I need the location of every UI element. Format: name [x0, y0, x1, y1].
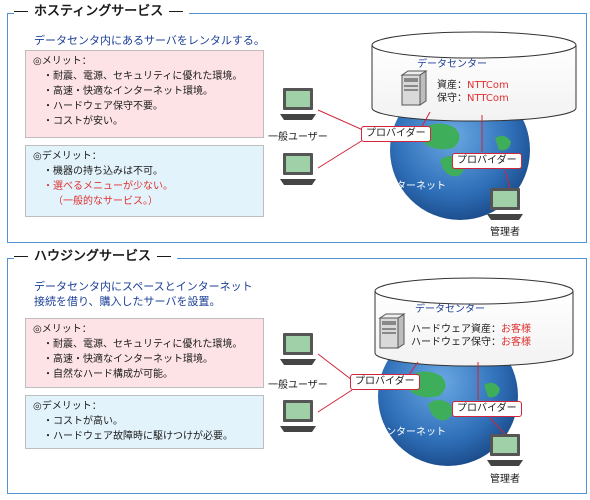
- internet-label: インターネット: [376, 427, 446, 438]
- server-icon: [378, 313, 406, 349]
- hosting-title: ホスティングサービス: [14, 2, 190, 22]
- computer-icon: [280, 400, 316, 432]
- merit-item: 耐震、電源、セキュリティに優れた環境。: [43, 337, 263, 352]
- housing-demerit-box: ◎デメリット： コストが高い。 ハードウェア故障時に駆けつけが必要。: [25, 395, 264, 449]
- provider-badge: プロバイダー: [452, 401, 522, 417]
- provider-badge: プロバイダー: [452, 153, 522, 169]
- merit-heading: ◎メリット：: [33, 324, 92, 335]
- computer-icon: [487, 434, 523, 466]
- merit-item: コストが安い。: [43, 114, 263, 129]
- internet-label: インターネット: [376, 181, 446, 192]
- demerit-item: 機器の持ち込みは不可。: [43, 164, 263, 179]
- housing-title: ハウジングサービス: [14, 247, 178, 267]
- datacenter-asset: 資産：NTTCom: [437, 80, 509, 91]
- computer-icon: [280, 153, 316, 185]
- admin-label: 管理者: [490, 474, 520, 485]
- merit-heading: ◎メリット：: [33, 56, 92, 67]
- datacenter-asset: ハードウェア資産：お客様: [411, 324, 531, 335]
- demerit-item: （一般的なサービス。）: [53, 196, 158, 207]
- demerit-heading: ◎デメリット：: [33, 151, 102, 162]
- housing-panel: ハウジングサービス: [7, 247, 587, 494]
- general-user-label: 一般ユーザー: [268, 132, 328, 143]
- datacenter-maintenance: ハードウェア保守：お客様: [411, 337, 531, 348]
- demerit-heading: ◎デメリット：: [33, 401, 102, 412]
- hosting-intro: データセンタ内にあるサーバをレンタルする。: [34, 34, 265, 47]
- server-icon: [400, 70, 428, 106]
- provider-badge: プロバイダー: [361, 126, 431, 142]
- computer-icon: [487, 188, 523, 220]
- computer-icon: [280, 333, 316, 365]
- computer-icon: [280, 88, 316, 120]
- hosting-merit-box: ◎メリット： 耐震、電源、セキュリティに優れた環境。 高速・快適なインターネット…: [25, 50, 264, 138]
- housing-merit-box: ◎メリット： 耐震、電源、セキュリティに優れた環境。 高速・快適なインターネット…: [25, 318, 264, 388]
- merit-item: 高速・快適なインターネット環境。: [43, 352, 263, 367]
- hosting-panel: ホスティングサービス: [7, 2, 587, 243]
- datacenter-maintenance: 保守：NTTCom: [437, 93, 509, 104]
- datacenter-cylinder: [374, 277, 574, 367]
- demerit-item: ハードウェア故障時に駆けつけが必要。: [43, 429, 263, 444]
- housing-intro-line2: 接続を借り、購入したサーバを設置。: [34, 295, 221, 308]
- general-user-label: 一般ユーザー: [268, 380, 328, 391]
- datacenter-label: データセンター: [417, 59, 487, 70]
- admin-label: 管理者: [490, 227, 520, 238]
- housing-intro-line1: データセンタ内にスペースとインターネット: [34, 280, 253, 293]
- connection-lines: [317, 353, 506, 435]
- merit-item: 高速・快適なインターネット環境。: [43, 84, 263, 99]
- datacenter-label: データセンター: [415, 304, 485, 315]
- merit-item: 耐震、電源、セキュリティに優れた環境。: [43, 69, 263, 84]
- merit-item: ハードウェア保守不要。: [43, 99, 263, 114]
- demerit-item: コストが高い。: [43, 414, 263, 429]
- demerit-item: 選べるメニューが少ない。: [43, 179, 263, 194]
- merit-item: 自然なハード構成が可能。: [43, 367, 263, 382]
- provider-badge: プロバイダー: [350, 374, 420, 390]
- hosting-demerit-box: ◎デメリット： 機器の持ち込みは不可。 選べるメニューが少ない。 （一般的なサー…: [25, 145, 264, 217]
